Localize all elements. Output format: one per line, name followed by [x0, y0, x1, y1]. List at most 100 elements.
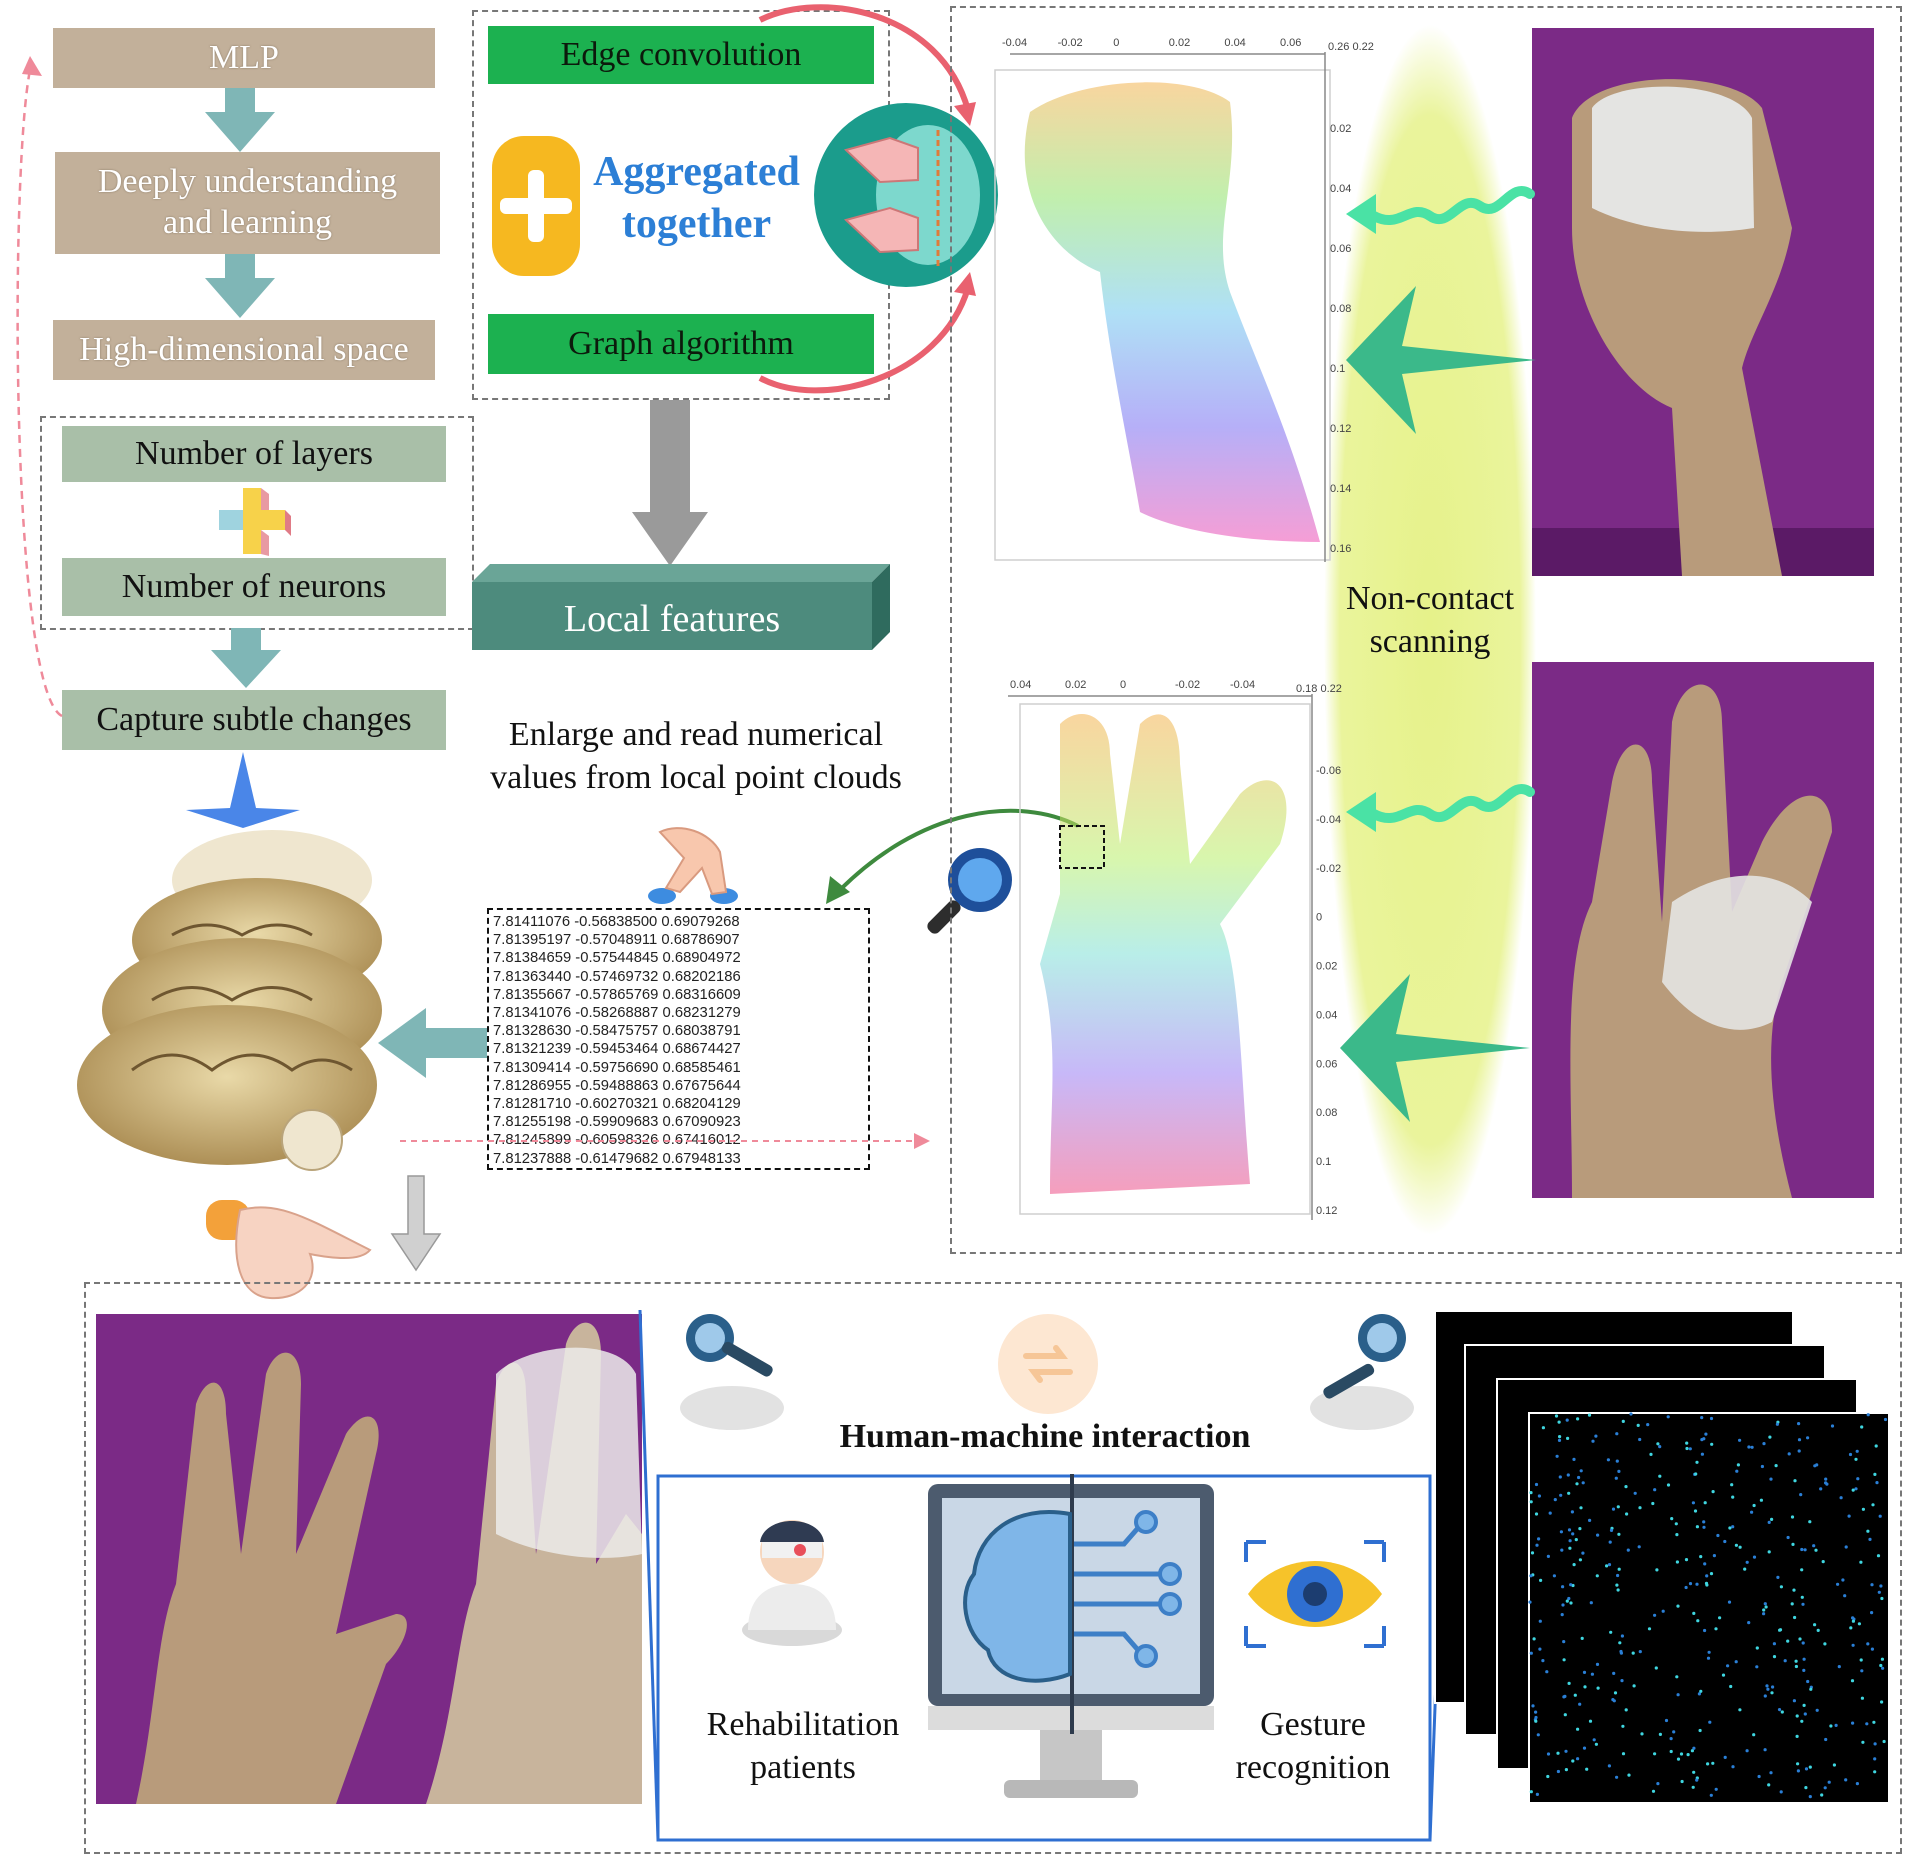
- bottom-panel: [84, 1282, 1902, 1854]
- cloud-point: [1561, 1585, 1565, 1589]
- cloud-point: [1836, 1582, 1840, 1586]
- cloud-point: [1587, 1413, 1592, 1417]
- cloud-point: [1841, 1578, 1845, 1582]
- cloud-point: [1747, 1445, 1751, 1449]
- cloud-point: [1731, 1525, 1735, 1529]
- cloud-point: [1699, 1555, 1703, 1559]
- mlp-label: MLP: [209, 38, 279, 76]
- cloud-point: [1796, 1769, 1800, 1773]
- cloud-point: [1876, 1554, 1881, 1558]
- ai-monitor-icon: [928, 1474, 1214, 1798]
- plot-bottom-corner: 0.18 0.22: [1296, 683, 1342, 695]
- cloud-point: [1752, 1733, 1756, 1737]
- cloud-point: [1580, 1636, 1584, 1640]
- cloud-point: [1843, 1594, 1847, 1598]
- cloud-point: [1786, 1639, 1790, 1643]
- cloud-point: [1661, 1609, 1665, 1613]
- cloud-point: [1631, 1651, 1635, 1655]
- wave-arrow-top: [1346, 186, 1535, 234]
- cloud-point: [1872, 1720, 1876, 1724]
- cloud-point: [1735, 1469, 1739, 1473]
- cloud-point: [1693, 1509, 1698, 1513]
- cloud-point: [1759, 1498, 1763, 1502]
- cloud-point: [1559, 1493, 1563, 1497]
- fist-shape: [1532, 79, 1874, 576]
- cloud-point: [1569, 1601, 1573, 1605]
- numeric-row: 7.81384659 -0.57544845 0.68904972: [493, 950, 741, 967]
- cloud-point: [1850, 1679, 1855, 1683]
- cloud-point: [1881, 1666, 1885, 1670]
- cloud-point: [1800, 1595, 1804, 1599]
- cloud-point: [1607, 1764, 1611, 1768]
- num-neurons-box: Number of neurons: [62, 558, 446, 616]
- cloud-point: [1783, 1659, 1787, 1663]
- cloud-point: [1851, 1721, 1855, 1725]
- red-dashed-right-arrow: [400, 1133, 930, 1149]
- cloud-point: [1702, 1525, 1706, 1529]
- cloud-point: [1561, 1603, 1565, 1607]
- magnifier-icon-center: [927, 848, 1012, 934]
- cloud-point: [1595, 1662, 1600, 1666]
- cloud-point: [1616, 1588, 1620, 1592]
- cloud-point: [1834, 1723, 1838, 1727]
- cloud-point: [1620, 1634, 1624, 1638]
- fist-depth-image: [1532, 28, 1874, 576]
- cloud-point: [1609, 1630, 1613, 1634]
- cloud-point: [1655, 1568, 1659, 1572]
- brain-slices-illustration: [77, 830, 382, 1171]
- cloud-point: [1669, 1737, 1673, 1741]
- cloud-point: [1700, 1416, 1704, 1420]
- left-teal-arrow: [378, 1008, 488, 1078]
- cloud-point: [1851, 1488, 1855, 1492]
- cloud-point: [1791, 1542, 1795, 1546]
- cloud-point: [1546, 1752, 1551, 1756]
- cloud-point: [1578, 1702, 1582, 1706]
- cloud-point: [1755, 1665, 1759, 1669]
- plot-bottom-x-tick: -0.04: [1230, 679, 1255, 691]
- enlarge-line2: values from local point clouds: [490, 758, 902, 796]
- cloud-point: [1775, 1422, 1779, 1426]
- cloud-point: [1832, 1763, 1836, 1767]
- cloud-point: [1745, 1749, 1749, 1753]
- numeric-row: 7.81286955 -0.59488863 0.67675644: [493, 1077, 741, 1094]
- cloud-point: [1706, 1656, 1711, 1660]
- cloud-point: [1697, 1692, 1701, 1696]
- cloud-point: [1808, 1765, 1812, 1769]
- cloud-point: [1762, 1442, 1766, 1446]
- high-dim-label: High-dimensional space: [79, 330, 409, 368]
- cloud-point: [1560, 1548, 1564, 1552]
- cloud-point: [1572, 1457, 1576, 1461]
- plot-bottom-y-tick: -0.02: [1316, 863, 1341, 875]
- cloud-point: [1530, 1551, 1535, 1555]
- cloud-point: [1779, 1585, 1783, 1589]
- cloud-point: [1709, 1793, 1713, 1797]
- cloud-point: [1883, 1417, 1888, 1422]
- rehab-line1: Rehabilitation: [706, 1706, 900, 1743]
- cloud-point: [1736, 1463, 1740, 1467]
- gesture-line2: recognition: [1235, 1748, 1391, 1786]
- cloud-point: [1624, 1485, 1628, 1489]
- cloud-point: [1617, 1469, 1621, 1473]
- cloud-point: [1786, 1535, 1790, 1540]
- cloud-point: [1878, 1514, 1882, 1518]
- magnifier-icon-right: [1310, 1314, 1414, 1430]
- cloud-point: [1564, 1749, 1568, 1753]
- cloud-point: [1615, 1583, 1619, 1587]
- plus-icon: [492, 136, 580, 276]
- cloud-point: [1621, 1752, 1626, 1756]
- cloud-point: [1820, 1793, 1824, 1797]
- capture-label: Capture subtle changes: [96, 701, 412, 738]
- cloud-point: [1583, 1685, 1587, 1689]
- cloud-point: [1873, 1472, 1877, 1476]
- cloud-point: [1632, 1684, 1636, 1688]
- cloud-point: [1703, 1501, 1707, 1505]
- cloud-point: [1723, 1539, 1727, 1544]
- cloud-point: [1730, 1483, 1734, 1487]
- numeric-row: 7.81341076 -0.58268887 0.68231279: [493, 1005, 741, 1022]
- plot-top-x-tick: 0.02: [1169, 37, 1190, 49]
- cloud-point: [1541, 1659, 1545, 1663]
- red-curved-arrows: [758, 4, 976, 394]
- cloud-point: [1620, 1679, 1624, 1683]
- grey-big-down-arrow: [632, 400, 708, 566]
